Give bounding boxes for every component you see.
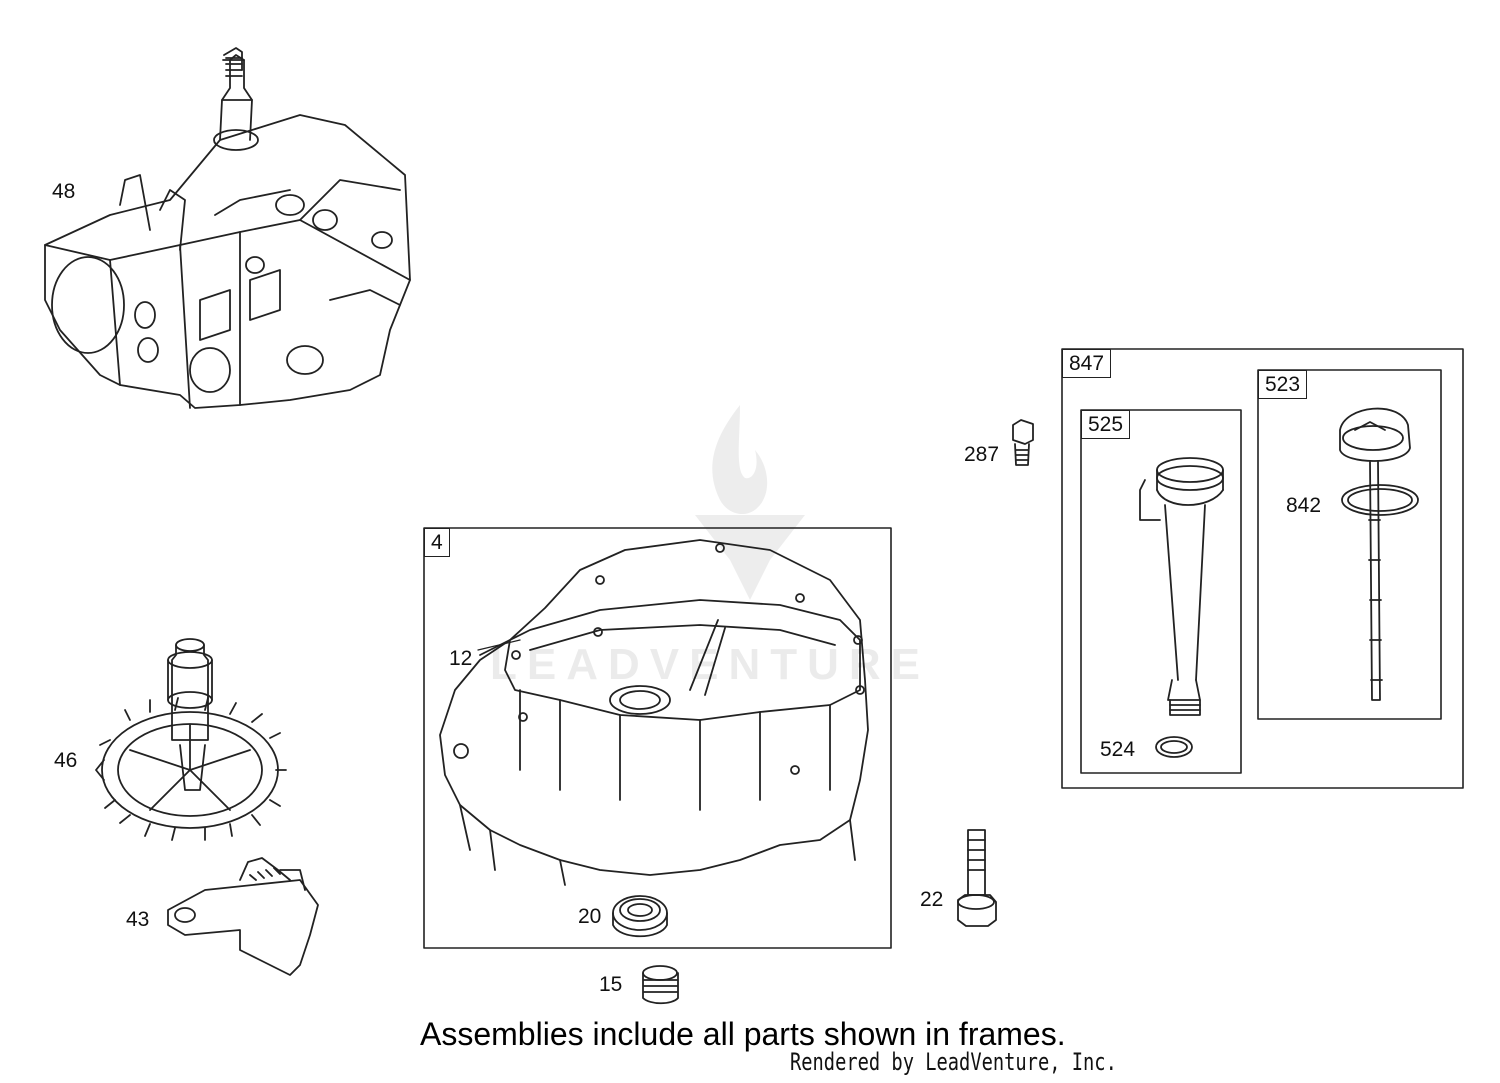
- oil-pan-icon: [439, 539, 869, 886]
- cam-gear-icon: [95, 638, 287, 841]
- callout-46[interactable]: 46: [54, 749, 78, 772]
- frame-847-label: 847: [1062, 349, 1112, 378]
- frame-525-label: 525: [1081, 410, 1131, 439]
- callout-20[interactable]: 20: [578, 905, 602, 928]
- cylinder-block-icon: [44, 47, 411, 409]
- callout-287[interactable]: 287: [964, 443, 1000, 466]
- watermark-flame-icon: [695, 405, 805, 600]
- diagram-caption: Assemblies include all parts shown in fr…: [420, 1016, 1066, 1052]
- plug-15-icon: [642, 965, 679, 1005]
- frame-525-box: [1080, 409, 1242, 774]
- callout-524[interactable]: 524: [1100, 738, 1136, 761]
- callout-12-leader: [477, 639, 521, 651]
- watermark-text: LEADVENTURE: [490, 640, 931, 689]
- render-credit: Rendered by LeadVenture, Inc.: [790, 1048, 1117, 1076]
- callout-842[interactable]: 842: [1286, 494, 1322, 517]
- bolt-287-icon: [1012, 419, 1034, 466]
- callout-43[interactable]: 43: [126, 908, 150, 931]
- frame-847-box: [1061, 348, 1464, 789]
- bolt-22-icon: [957, 829, 997, 927]
- oil-seal-icon: [612, 895, 668, 938]
- dipstick-icon: [1339, 407, 1419, 701]
- callout-15[interactable]: 15: [599, 973, 623, 996]
- dipstick-tube-icon: [1139, 457, 1224, 758]
- frame-523-label: 523: [1258, 370, 1308, 399]
- callout-22[interactable]: 22: [920, 888, 944, 911]
- governor-assembly-icon: [167, 857, 319, 976]
- callout-12[interactable]: 12: [449, 647, 473, 670]
- frame-523-box: [1257, 369, 1442, 720]
- frame-4-box: [423, 527, 892, 949]
- callout-48[interactable]: 48: [52, 180, 76, 203]
- frame-4-label: 4: [424, 528, 450, 557]
